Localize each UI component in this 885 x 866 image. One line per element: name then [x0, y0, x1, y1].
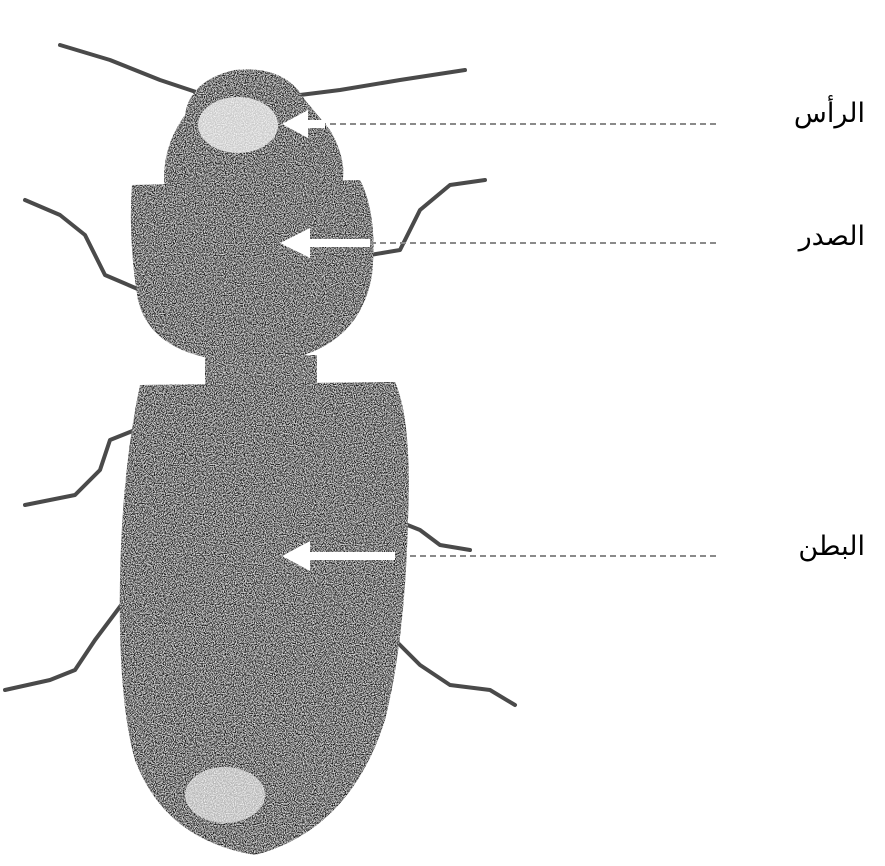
middle-left-leg [25, 430, 135, 505]
thorax-label: الصدر [799, 223, 865, 250]
beetle-thorax [131, 180, 374, 360]
front-right-leg [370, 180, 485, 255]
right-antenna [300, 70, 465, 95]
beetle-body [120, 69, 409, 855]
front-left-leg [25, 200, 140, 290]
beetle-abdomen [120, 382, 409, 855]
hind-right-leg [395, 640, 515, 705]
left-antenna [60, 45, 205, 95]
head-highlight [198, 97, 278, 153]
hind-left-leg [5, 600, 125, 690]
abdomen-highlight [185, 767, 265, 823]
abdomen-label: البطن [798, 533, 865, 560]
head-label: الرأس [794, 100, 865, 127]
